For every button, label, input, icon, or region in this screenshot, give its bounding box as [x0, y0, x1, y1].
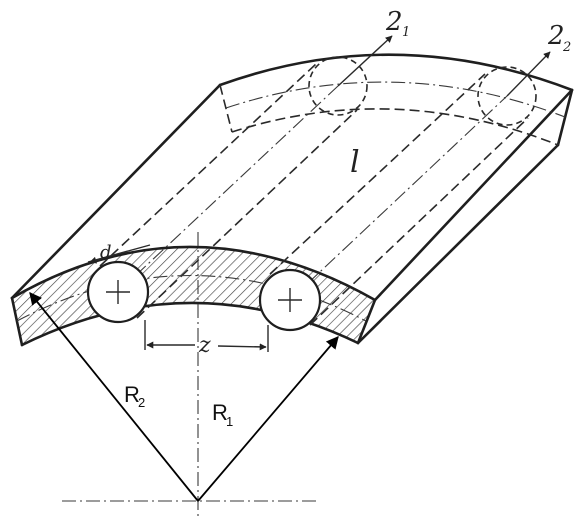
channel-1-back [308, 56, 368, 116]
right-edge-front [356, 298, 377, 345]
mid-arc-back [225, 81, 566, 118]
svg-text:R: R [124, 382, 140, 407]
spacing-label: z [198, 333, 211, 358]
channel-2-back [477, 66, 537, 126]
svg-text:1: 1 [226, 414, 233, 429]
svg-text:2: 2 [562, 40, 571, 55]
flow-label-2: 2 2 [547, 21, 571, 55]
radius-r1-arrow [197, 336, 339, 502]
radius-r2-arrow [29, 292, 199, 502]
flow-label-1: 2 1 [385, 7, 410, 40]
length-label: l [350, 145, 360, 180]
channel-2-axis [289, 95, 508, 301]
channel-1-bore-top [99, 63, 317, 267]
svg-text:R: R [212, 400, 228, 425]
svg-text:2: 2 [547, 21, 565, 51]
svg-text:2: 2 [138, 395, 145, 410]
channel-1-centre-mark [106, 280, 130, 304]
flow-arrow-1 [337, 35, 393, 87]
channel-2-bore-top [269, 73, 486, 275]
outer-arc-front [10, 245, 377, 302]
spacing-dim-right [217, 343, 267, 351]
radius-r2-label: R 2 [124, 382, 145, 410]
channel-2-centre-mark [278, 288, 302, 312]
channel-2-bore-bottom [309, 117, 529, 326]
svg-text:1: 1 [402, 25, 410, 40]
flow-arrow-2 [506, 51, 551, 97]
left-edge-front [10, 296, 24, 347]
top-left-edge [10, 83, 222, 300]
top-right-edge [373, 88, 574, 302]
channel-1-bore-bottom [136, 109, 358, 319]
radius-r1-label: R 1 [212, 400, 233, 429]
svg-text:2: 2 [385, 7, 403, 37]
back-right-edge [556, 88, 574, 147]
back-left-edge-hidden [219, 84, 233, 133]
bottom-right-edge [356, 143, 560, 345]
channel-1-axis [117, 85, 339, 293]
outer-arc-back [218, 53, 574, 92]
inner-arc-back-hidden [231, 108, 559, 146]
inner-arc-front [20, 301, 360, 347]
diameter-label: d [100, 242, 112, 263]
diameter-arrow [89, 255, 111, 264]
